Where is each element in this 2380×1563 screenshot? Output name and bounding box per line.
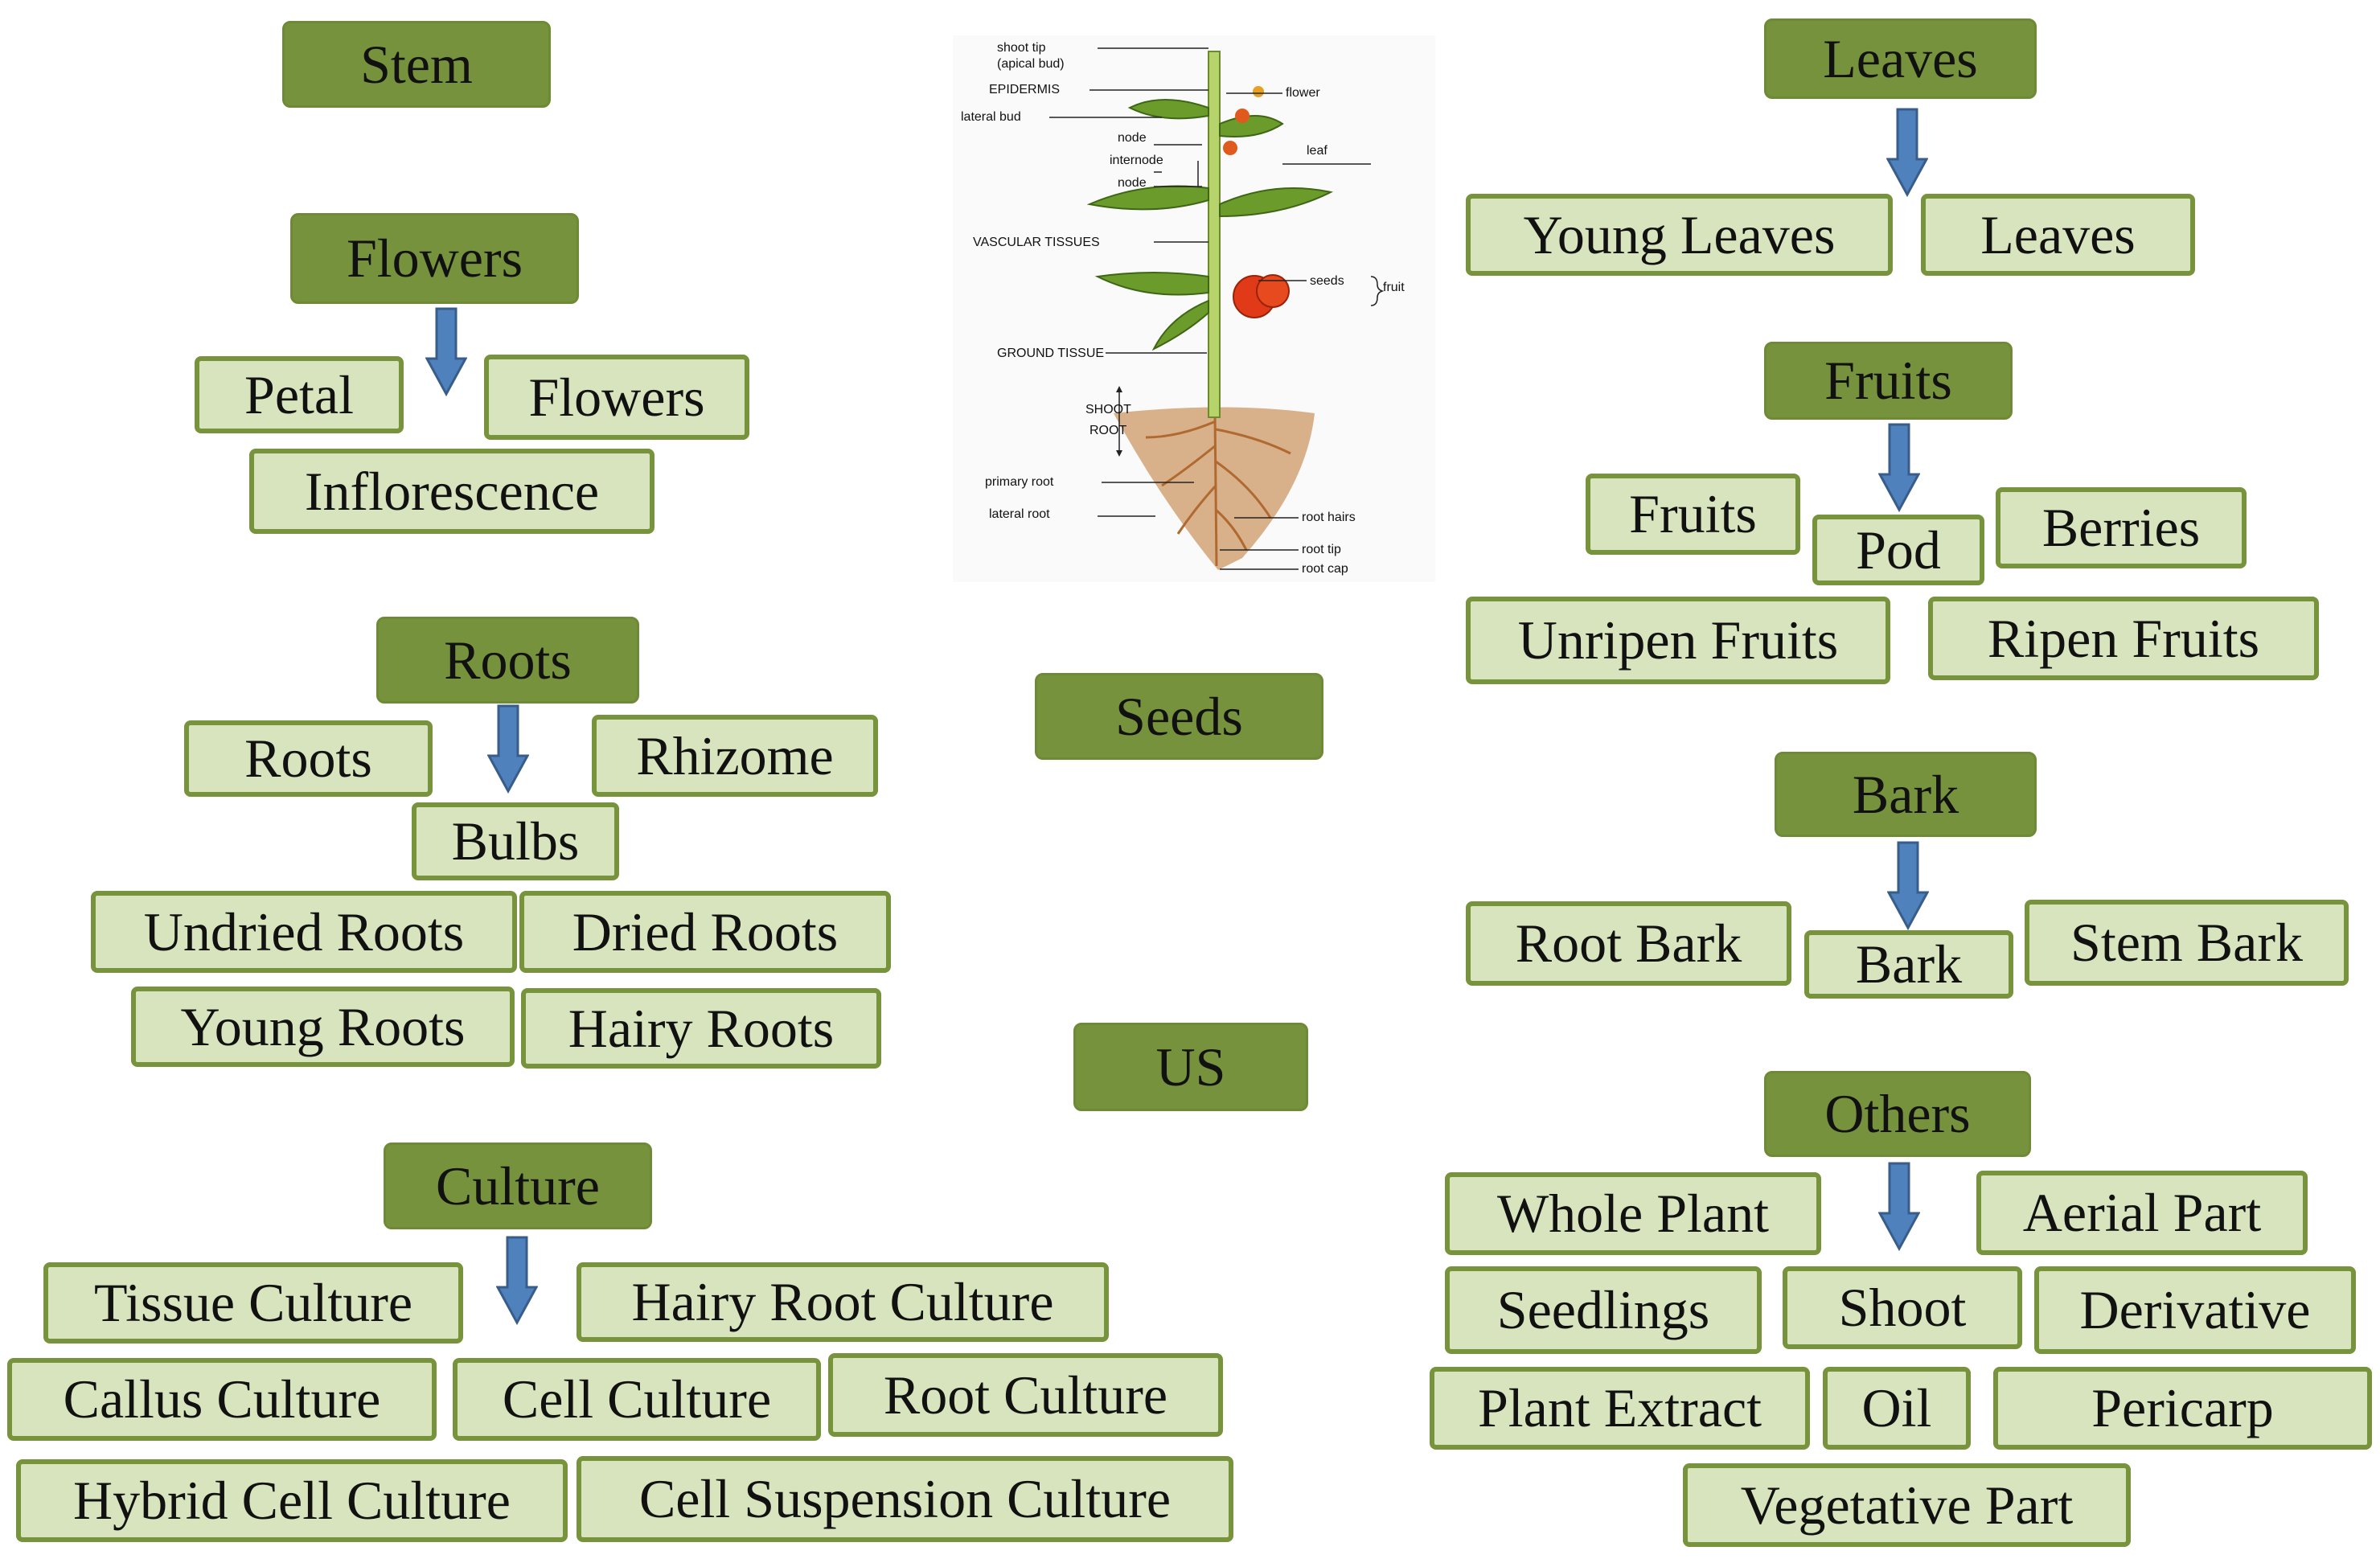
- culture-item-callus-culture: Callus Culture: [7, 1358, 437, 1441]
- svg-text:primary root: primary root: [985, 475, 1054, 489]
- leaves-down-arrow-icon: [1886, 108, 1928, 198]
- culture-item-root-culture: Root Culture: [828, 1353, 1223, 1437]
- svg-text:shoot tip: shoot tip: [997, 41, 1046, 55]
- roots-item-roots: Roots: [184, 720, 433, 797]
- others-item-shoot: Shoot: [1783, 1266, 2022, 1349]
- leaves-header: Leaves: [1764, 18, 2037, 99]
- svg-text:GROUND TISSUE: GROUND TISSUE: [997, 347, 1104, 360]
- roots-item-undried-roots: Undried Roots: [91, 891, 517, 973]
- culture-header: Culture: [384, 1143, 652, 1229]
- svg-text:flower: flower: [1286, 86, 1320, 100]
- svg-text:node: node: [1118, 176, 1147, 190]
- fruits-item-unripen-fruits: Unripen Fruits: [1466, 597, 1890, 684]
- stem-header: Stem: [282, 21, 551, 108]
- culture-item-cell-culture: Cell Culture: [453, 1358, 821, 1441]
- culture-item-tissue-culture: Tissue Culture: [43, 1262, 463, 1344]
- svg-text:(apical bud): (apical bud): [997, 57, 1065, 71]
- others-item-oil: Oil: [1823, 1367, 1971, 1450]
- stem: [1208, 51, 1221, 418]
- others-down-arrow-icon: [1878, 1162, 1920, 1252]
- fruits-down-arrow-icon: [1878, 423, 1920, 513]
- plant-anatomy-illustration: shoot tip (apical bud) EPIDERMIS lateral…: [953, 35, 1435, 582]
- roots-down-arrow-icon: [487, 704, 529, 794]
- bark-item-root-bark: Root Bark: [1466, 901, 1791, 986]
- roots-item-rhizome: Rhizome: [592, 715, 878, 797]
- roots-item-hairy-roots: Hairy Roots: [521, 988, 881, 1069]
- others-item-whole-plant: Whole Plant: [1445, 1172, 1821, 1255]
- svg-text:node: node: [1118, 131, 1147, 145]
- svg-text:leaf: leaf: [1307, 144, 1327, 158]
- bark-down-arrow-icon: [1887, 841, 1929, 931]
- fruits-item-fruits: Fruits: [1586, 474, 1800, 555]
- svg-text:lateral root: lateral root: [989, 507, 1050, 521]
- svg-text:seeds: seeds: [1310, 274, 1344, 288]
- svg-text:VASCULAR TISSUES: VASCULAR TISSUES: [973, 236, 1100, 249]
- culture-item-hybrid-cell-culture: Hybrid Cell Culture: [16, 1459, 568, 1542]
- roots-item-bulbs: Bulbs: [412, 802, 619, 880]
- bark-header: Bark: [1775, 752, 2037, 837]
- roots-item-dried-roots: Dried Roots: [519, 891, 891, 973]
- svg-text:internode: internode: [1110, 154, 1163, 167]
- flowers-down-arrow-icon: [425, 307, 467, 397]
- svg-text:root cap: root cap: [1302, 562, 1348, 576]
- fruits-item-ripen-fruits: Ripen Fruits: [1928, 597, 2319, 680]
- others-header: Others: [1764, 1071, 2031, 1157]
- svg-text:SHOOT: SHOOT: [1085, 403, 1131, 416]
- roots-header: Roots: [376, 617, 639, 704]
- svg-text:root tip: root tip: [1302, 543, 1341, 556]
- svg-text:root hairs: root hairs: [1302, 511, 1356, 524]
- seeds-header: Seeds: [1035, 673, 1323, 760]
- svg-text:EPIDERMIS: EPIDERMIS: [989, 83, 1060, 96]
- flowers-item-petal: Petal: [195, 356, 404, 433]
- leaves-item-leaves: Leaves: [1921, 194, 2195, 276]
- svg-text:ROOT: ROOT: [1089, 424, 1126, 437]
- others-item-pericarp: Pericarp: [1993, 1367, 2372, 1450]
- others-item-seedlings: Seedlings: [1445, 1266, 1762, 1354]
- others-item-plant-extract: Plant Extract: [1430, 1367, 1810, 1450]
- culture-item-hairy-root-culture: Hairy Root Culture: [577, 1262, 1109, 1342]
- culture-item-cell-suspension-culture: Cell Suspension Culture: [577, 1456, 1233, 1542]
- us-header: US: [1073, 1023, 1308, 1111]
- roots-item-young-roots: Young Roots: [131, 987, 515, 1067]
- fruits-item-berries: Berries: [1996, 487, 2247, 568]
- others-item-aerial-part: Aerial Part: [1976, 1171, 2308, 1255]
- flowers-item-inflorescence: Inflorescence: [249, 449, 654, 534]
- fruits-header: Fruits: [1764, 342, 2013, 420]
- bark-item-bark: Bark: [1804, 930, 2013, 999]
- culture-down-arrow-icon: [496, 1236, 538, 1326]
- fruit: [1233, 274, 1290, 318]
- others-item-derivative: Derivative: [2034, 1266, 2356, 1354]
- others-item-vegetative-part: Vegetative Part: [1683, 1463, 2131, 1547]
- svg-text:lateral bud: lateral bud: [961, 110, 1021, 124]
- flowers-header: Flowers: [290, 213, 579, 304]
- flowers-item-flowers: Flowers: [484, 355, 749, 440]
- bark-item-stem-bark: Stem Bark: [2025, 900, 2349, 986]
- flowers: [1223, 86, 1264, 155]
- fruits-item-pod: Pod: [1812, 515, 1984, 585]
- leaves-item-young-leaves: Young Leaves: [1466, 194, 1893, 276]
- svg-text:fruit: fruit: [1383, 281, 1405, 294]
